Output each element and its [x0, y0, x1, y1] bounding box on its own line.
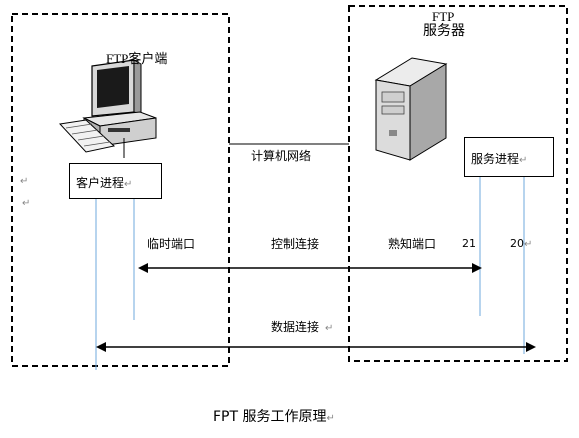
paragraph-mark: ↵	[524, 239, 533, 250]
paragraph-mark: ↵	[20, 176, 29, 187]
port-21-label: 21	[462, 237, 476, 250]
data-connection-arrow	[96, 342, 536, 352]
server-title-line1: FTP	[432, 9, 455, 24]
paragraph-mark: ↵	[124, 179, 133, 190]
server-dashed-region	[348, 5, 568, 362]
figure-caption: FPT 服务工作原理↵	[213, 409, 335, 425]
paragraph-mark: ↵	[325, 323, 334, 334]
control-connection-label: 控制连接	[271, 237, 320, 251]
paragraph-mark: ↵	[326, 413, 335, 424]
client-dashed-region	[11, 13, 230, 367]
paragraph-mark: ↵	[519, 155, 528, 166]
data-connection-label: 数据连接↵	[271, 320, 334, 334]
control-connection-arrow	[138, 263, 482, 273]
server-title-line2: 服务器	[423, 24, 465, 39]
server-process-label: 服务进程↵	[471, 152, 528, 166]
port-20-label: 20↵	[510, 237, 533, 250]
computer-icon	[58, 59, 157, 158]
server-icon	[374, 57, 448, 161]
network-label: 计算机网络	[251, 149, 312, 163]
paragraph-mark: ↵	[22, 198, 31, 209]
temp-port-label: 临时端口	[147, 237, 196, 251]
well-known-port-label: 熟知端口	[388, 237, 437, 251]
client-process-label: 客户进程↵	[76, 176, 133, 190]
server-process-box: 服务进程↵	[464, 137, 554, 177]
client-title: FTP客户端	[106, 51, 168, 66]
client-process-box: 客户进程↵	[69, 163, 162, 199]
